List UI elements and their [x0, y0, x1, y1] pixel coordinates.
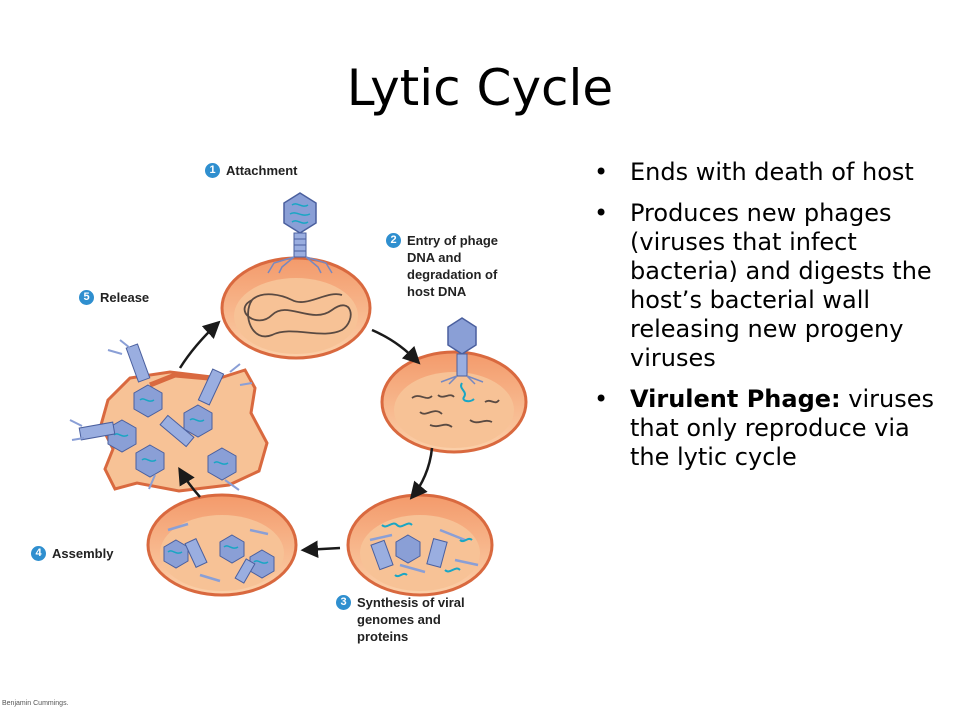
step-number-badge: 4 [31, 546, 46, 561]
bullet-list: • Ends with death of host • Produces new… [592, 158, 942, 484]
host-dna-icon [243, 293, 352, 338]
bullet-text: Produces new phages (viruses that infect… [630, 199, 932, 372]
cell-assembly [146, 493, 298, 597]
bullet-marker: • [594, 385, 609, 413]
cell-synthesis [346, 493, 494, 597]
cell-attachment [220, 256, 372, 360]
bullet-item: • Virulent Phage: viruses that only repr… [592, 385, 942, 472]
image-credit: Benjamin Cummings. [2, 700, 69, 707]
bullet-marker: • [594, 158, 609, 186]
arrow-attach-to-entry [371, 328, 421, 365]
released-phages-icon [69, 339, 253, 491]
phage-entry-icon [440, 317, 484, 385]
cell-release [69, 339, 269, 493]
step-number-badge: 1 [205, 163, 220, 178]
bullet-item: • Produces new phages (viruses that infe… [592, 199, 942, 373]
cycle-arrows [178, 320, 434, 558]
cell-entry [380, 350, 528, 454]
bullet-text: Ends with death of host [630, 158, 914, 186]
arrow-release-to-attach [178, 320, 221, 369]
step-number-badge: 5 [79, 290, 94, 305]
degraded-dna-icon [411, 394, 500, 428]
phage-attached-icon [267, 192, 333, 274]
bullet-item: • Ends with death of host [592, 158, 942, 187]
step-number-badge: 2 [386, 233, 401, 248]
assembled-phages-icon [163, 522, 275, 584]
bullet-bold: Virulent Phage: [630, 385, 841, 413]
slide-title: Lytic Cycle [346, 59, 614, 117]
arrow-entry-to-synthesis [409, 447, 434, 500]
step-number-badge: 3 [336, 595, 351, 610]
arrow-assembly-to-release [178, 466, 201, 498]
arrow-synthesis-to-assembly [300, 540, 341, 558]
bullet-text: viruses that only reproduce via the lyti… [630, 385, 935, 471]
bullet-marker: • [594, 199, 609, 227]
